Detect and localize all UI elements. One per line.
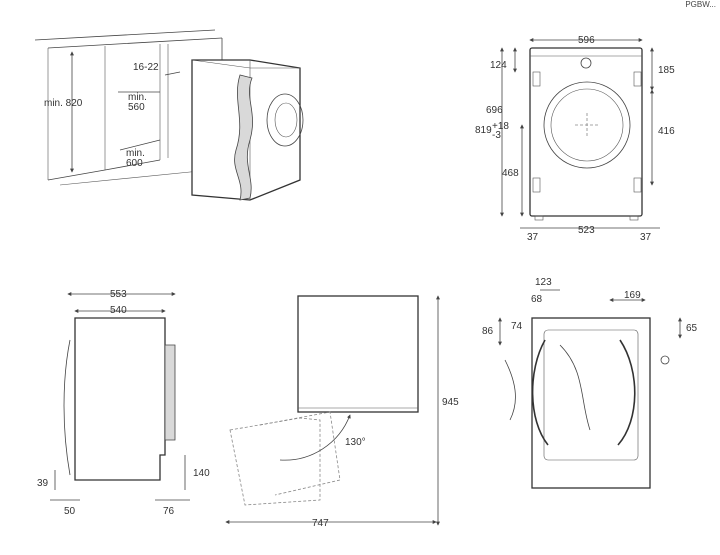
front-right-label: 416 <box>658 126 675 137</box>
niche-width-label: min. <box>128 92 147 103</box>
rear-view-diagram: 123 68 169 86 74 65 <box>482 277 698 489</box>
rear-dim-f-label: 65 <box>686 323 698 334</box>
front-drum-center-label: 468 <box>502 168 519 179</box>
rear-dim-b-label: 68 <box>531 294 543 305</box>
side-front-offset-label: 50 <box>64 506 76 517</box>
niche-width-value: 560 <box>128 102 145 113</box>
front-height-label: 696 <box>486 105 503 116</box>
front-foot-right-label: 37 <box>640 232 652 243</box>
rear-dim-e-label: 74 <box>511 321 523 332</box>
front-top-right-label: 185 <box>658 65 675 76</box>
front-inner-width-label: 523 <box>578 225 595 236</box>
front-top-left-label: 124 <box>490 60 507 71</box>
front-full-height-label: 819 <box>475 125 492 136</box>
rear-dim-d-label: 86 <box>482 326 494 337</box>
side-foot-height-label: 39 <box>37 478 49 489</box>
niche-depth-value: 600 <box>126 158 143 169</box>
niche-depth-label: min. <box>126 148 145 159</box>
door-opening-diagram: 130° 945 747 <box>225 295 459 529</box>
side-outer-depth-label: 553 <box>110 289 127 300</box>
front-tolerance-down: -3 <box>492 130 501 141</box>
front-tolerance-up: +18 <box>492 121 509 132</box>
door-angle-label: 130° <box>345 437 366 448</box>
niche-perspective-diagram: min. 820 16-22 min. 560 min. 600 <box>34 29 304 201</box>
front-view-diagram: 596 819 +18 -3 124 696 468 185 416 37 52… <box>475 35 675 243</box>
side-step-height-label: 140 <box>193 468 210 479</box>
rear-dim-a-label: 123 <box>535 277 552 288</box>
side-inner-depth-label: 540 <box>110 305 127 316</box>
document-code: PGBW... <box>685 0 716 9</box>
niche-gap-label: 16-22 <box>133 62 159 73</box>
front-width-label: 596 <box>578 35 595 46</box>
front-foot-left-label: 37 <box>527 232 539 243</box>
door-total-depth-label: 747 <box>312 518 329 529</box>
door-total-height-label: 945 <box>442 397 459 408</box>
niche-height-label: min. 820 <box>44 98 83 109</box>
side-view-diagram: 553 540 39 50 76 140 <box>37 289 210 517</box>
rear-dim-c-label: 169 <box>624 290 641 301</box>
side-back-offset-label: 76 <box>163 506 175 517</box>
